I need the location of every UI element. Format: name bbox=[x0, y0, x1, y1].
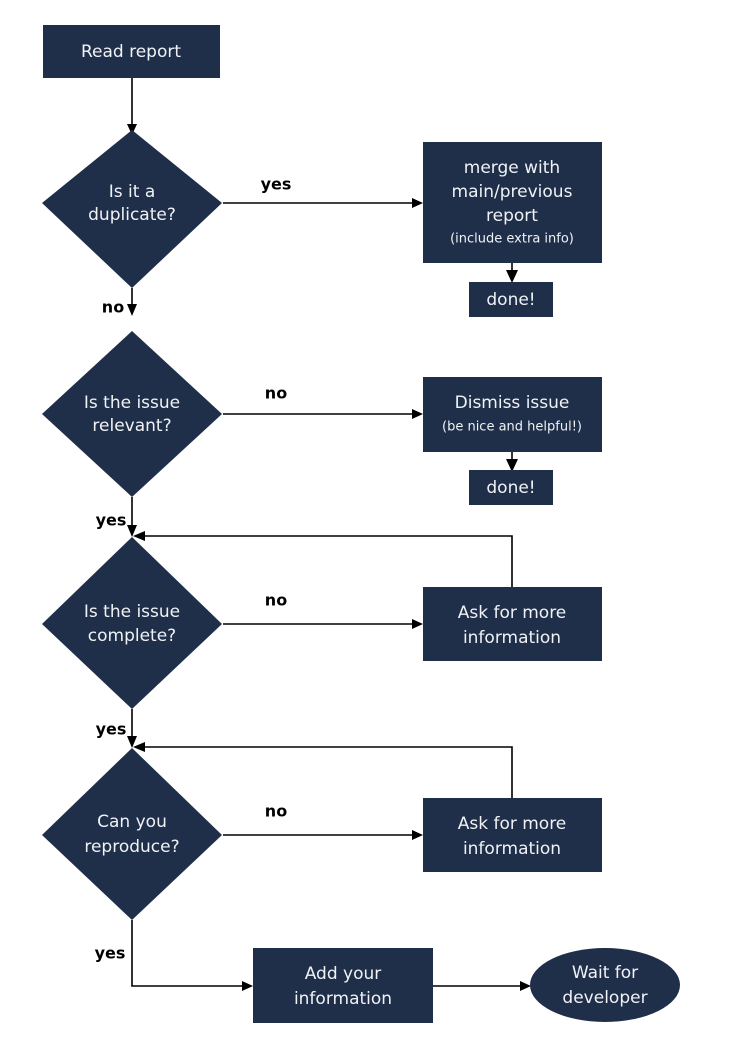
edge-label-complete-yes: yes bbox=[96, 720, 127, 739]
node-is-duplicate-line2: duplicate? bbox=[88, 205, 176, 225]
edge-loop-ask-more-1 bbox=[133, 531, 513, 587]
edge-relevant-yes bbox=[127, 497, 137, 537]
node-read-report-label: Read report bbox=[81, 42, 181, 62]
edge-duplicate-yes bbox=[223, 198, 423, 208]
node-is-relevant[interactable]: Is the issue relevant? bbox=[42, 331, 222, 497]
node-merge-report-line3: report bbox=[486, 206, 538, 226]
node-ask-more-2-line1: Ask for more bbox=[458, 814, 567, 834]
edge-reproduce-no bbox=[223, 830, 423, 840]
node-add-info-line2: information bbox=[294, 989, 392, 1009]
node-merge-report[interactable]: merge with main/previous report (include… bbox=[423, 142, 602, 263]
edge-dismiss-to-done bbox=[506, 452, 518, 472]
node-is-complete-line1: Is the issue bbox=[84, 602, 180, 622]
node-ask-more-1-line1: Ask for more bbox=[458, 603, 567, 623]
edge-label-relevant-no: no bbox=[265, 384, 287, 403]
node-merge-report-sublabel: (include extra info) bbox=[450, 232, 574, 247]
node-ask-more-1[interactable]: Ask for more information bbox=[423, 587, 602, 661]
node-dismiss-issue-sublabel: (be nice and helpful!) bbox=[442, 420, 582, 435]
node-done-1[interactable]: done! bbox=[469, 282, 553, 317]
node-is-duplicate[interactable]: Is it a duplicate? bbox=[42, 130, 222, 288]
edge-label-reproduce-yes: yes bbox=[95, 944, 126, 963]
node-merge-report-line2: main/previous bbox=[452, 182, 573, 202]
node-done-2[interactable]: done! bbox=[469, 470, 553, 505]
edge-reproduce-yes bbox=[131, 920, 253, 991]
node-add-info[interactable]: Add your information bbox=[253, 948, 433, 1023]
edge-label-reproduce-no: no bbox=[265, 802, 287, 821]
node-merge-report-line1: merge with bbox=[464, 158, 560, 178]
edge-label-relevant-yes: yes bbox=[96, 511, 127, 530]
node-is-duplicate-line1: Is it a bbox=[109, 182, 155, 202]
edge-duplicate-no bbox=[127, 288, 137, 316]
edge-label-duplicate-no: no bbox=[102, 298, 124, 317]
edge-loop-ask-more-2 bbox=[133, 742, 513, 798]
edge-label-duplicate-yes: yes bbox=[261, 175, 292, 194]
node-ask-more-2[interactable]: Ask for more information bbox=[423, 798, 602, 872]
node-is-complete-line2: complete? bbox=[88, 626, 176, 646]
node-done-2-label: done! bbox=[486, 478, 535, 498]
node-wait-developer-line1: Wait for bbox=[572, 963, 638, 983]
edge-read-report-to-duplicate bbox=[127, 78, 137, 135]
edge-merge-to-done bbox=[506, 263, 518, 283]
node-ask-more-2-line2: information bbox=[463, 839, 561, 859]
node-is-relevant-line1: Is the issue bbox=[84, 393, 180, 413]
edge-add-info-to-wait bbox=[433, 981, 531, 991]
node-is-relevant-line2: relevant? bbox=[92, 416, 171, 436]
node-can-reproduce-line2: reproduce? bbox=[84, 837, 179, 857]
node-add-info-line1: Add your bbox=[305, 964, 382, 984]
node-ask-more-1-line2: information bbox=[463, 628, 561, 648]
node-read-report[interactable]: Read report bbox=[43, 25, 220, 78]
node-wait-developer-line2: developer bbox=[562, 988, 647, 1008]
node-can-reproduce[interactable]: Can you reproduce? bbox=[42, 748, 222, 920]
node-dismiss-issue-line1: Dismiss issue bbox=[455, 393, 570, 413]
node-done-1-label: done! bbox=[486, 290, 535, 310]
edge-label-complete-no: no bbox=[265, 591, 287, 610]
node-is-complete[interactable]: Is the issue complete? bbox=[42, 537, 222, 709]
edge-complete-yes bbox=[127, 709, 137, 748]
edge-complete-no bbox=[223, 619, 423, 629]
edge-relevant-no bbox=[223, 409, 423, 419]
node-dismiss-issue[interactable]: Dismiss issue (be nice and helpful!) bbox=[423, 377, 602, 452]
node-wait-developer[interactable]: Wait for developer bbox=[530, 948, 680, 1022]
node-can-reproduce-line1: Can you bbox=[97, 812, 167, 832]
